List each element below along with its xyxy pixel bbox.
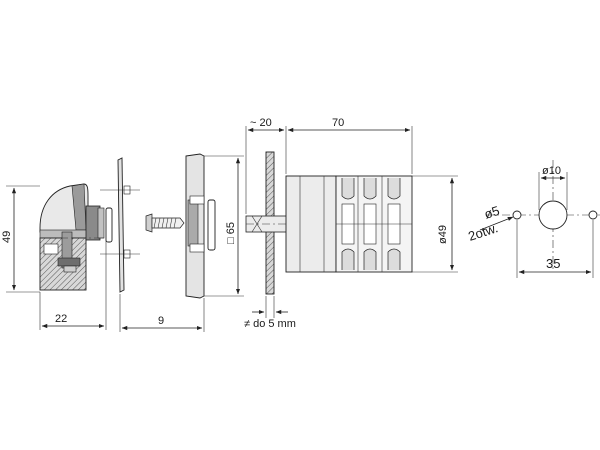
dimension-hole-spacing: 35 xyxy=(516,220,594,278)
mount-hole-left xyxy=(512,210,522,220)
dimension-handle-depth: 22 xyxy=(39,240,107,330)
label-handle-height: 49 xyxy=(1,231,13,243)
label-panel-thickness: ≠ do 5 mm xyxy=(244,318,296,330)
label-handle-depth: 22 xyxy=(55,313,67,325)
dimension-plate-spacing: 9 xyxy=(119,294,205,332)
dimension-plate-square: □ 65 xyxy=(204,155,244,297)
label-plate-square: □ 65 xyxy=(225,222,237,244)
label-center-hole: ø10 xyxy=(542,165,561,177)
dimension-center-hole: ø10 xyxy=(538,165,568,210)
dimension-body-length: 70 xyxy=(287,117,413,174)
mount-hole-right xyxy=(588,210,598,220)
square-plate xyxy=(185,153,216,299)
dimension-handle-height: 49 xyxy=(1,185,40,293)
switch-body xyxy=(285,175,413,273)
label-plate-spacing: 9 xyxy=(158,315,164,327)
label-body-length: 70 xyxy=(332,117,344,129)
switch-body-assembly: ~ 20 70 ø49 ≠ do 5 mm xyxy=(244,117,458,330)
label-body-diameter: ø49 xyxy=(437,225,449,244)
dimension-panel-thickness: ≠ do 5 mm xyxy=(244,296,296,330)
handle-knob xyxy=(39,183,105,291)
label-mount-hole-count: 2otw. xyxy=(466,220,500,244)
label-mount-hole-diameter: ø5 xyxy=(482,203,501,222)
seal-ring xyxy=(105,207,113,243)
handle-assembly: 49 22 xyxy=(1,183,107,330)
dimension-body-diameter: ø49 xyxy=(412,175,458,273)
center-hole xyxy=(538,200,568,230)
dimension-panel-gap: ~ 20 xyxy=(245,117,287,214)
front-plate xyxy=(100,157,140,293)
panel-cutout: ø10 35 ø5 2otw. xyxy=(466,160,600,278)
label-hole-spacing: 35 xyxy=(546,256,560,271)
front-plate-assembly: 9 □ 65 xyxy=(100,153,244,332)
dimension-mount-hole: ø5 2otw. xyxy=(466,203,514,244)
label-panel-gap: ~ 20 xyxy=(250,117,272,129)
screw xyxy=(145,213,185,233)
